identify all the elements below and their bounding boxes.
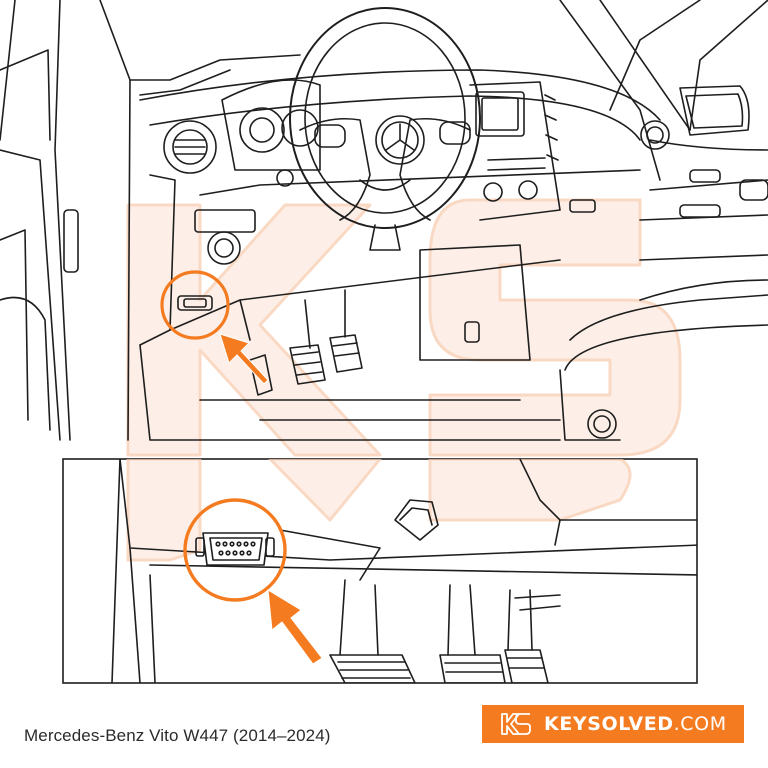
watermark-logo (126, 198, 682, 457)
brand-name-main: KEYSOLVED (544, 713, 674, 735)
brand-name: KEYSOLVED.COM (544, 713, 727, 735)
obd-callout-closeup (183, 498, 323, 665)
brand-badge[interactable]: KEYSOLVED.COM (482, 705, 744, 743)
vehicle-caption: Mercedes-Benz Vito W447 (2014–2024) (24, 726, 331, 745)
obd-callout-overview (160, 270, 269, 385)
cabin-overview (0, 0, 768, 457)
obd-closeup-panel (62, 458, 698, 684)
ks-logo-icon (501, 713, 531, 735)
brand-name-tld: .COM (673, 713, 727, 735)
